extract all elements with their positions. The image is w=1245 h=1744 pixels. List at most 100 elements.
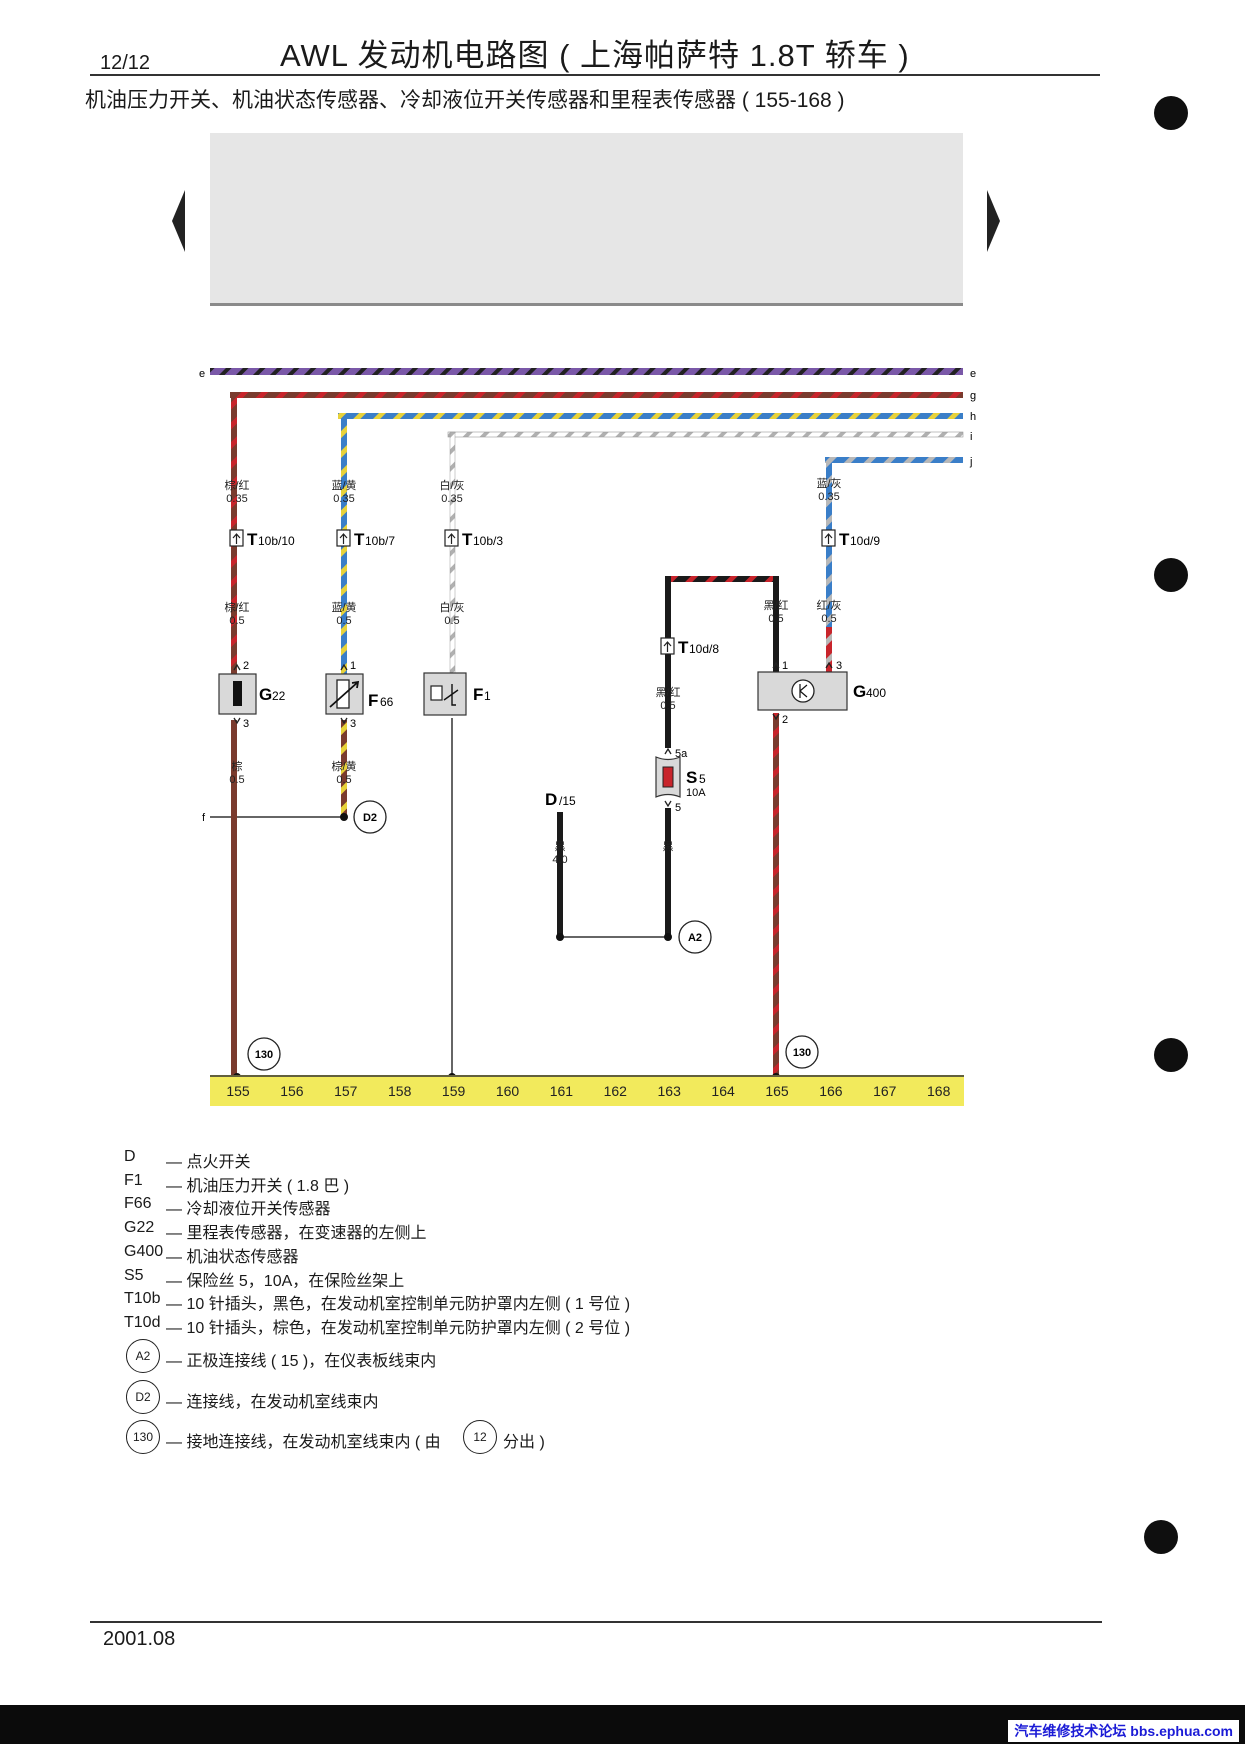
bus-letter: g	[970, 390, 976, 402]
legend-code: T10b	[124, 1290, 161, 1308]
connector-t10b-10: T 10b/10	[229, 529, 295, 549]
pin-label: 1	[782, 660, 788, 672]
component-label: S	[686, 768, 697, 787]
page-title: AWL 发动机电路图 ( 上海帕萨特 1.8T 轿车 )	[280, 38, 910, 73]
legend-circle: 130	[126, 1420, 160, 1454]
wire-163-top	[665, 576, 779, 582]
connector-label: T	[462, 530, 473, 549]
component-f66: F 66 1 3	[325, 660, 394, 730]
component-sub: /15	[559, 794, 576, 808]
bus-line-e	[210, 368, 963, 375]
wire-size-label: 0.5	[336, 774, 351, 786]
component-sub: 1	[484, 689, 491, 703]
track-number: 160	[496, 1083, 520, 1099]
legend-circle: A2	[126, 1339, 160, 1373]
connector-t10b-7: T 10b/7	[336, 529, 395, 549]
junction-dot	[340, 813, 348, 821]
wire-159-upper	[449, 431, 456, 676]
component-label: G	[853, 682, 866, 701]
component-sub: 400	[866, 686, 886, 700]
connector-label: T	[678, 638, 689, 657]
legend-description: — 机油压力开关 ( 1.8 巴 )	[166, 1177, 350, 1195]
legend-description: — 正极连接线 ( 15 )，在仪表板线束内	[166, 1353, 437, 1370]
circle-label: 130	[255, 1049, 273, 1061]
wire-size-label: 0.35	[333, 493, 354, 505]
component-label: F	[368, 691, 378, 710]
wire-color-label: 棕	[232, 759, 243, 773]
track-number: 158	[388, 1083, 412, 1099]
wire-color-label: 蓝/黄	[331, 478, 356, 492]
wire-color-label: 棕/红	[224, 478, 249, 492]
wire-165-upper	[773, 627, 779, 672]
wire-size-label: 0.5	[768, 613, 783, 625]
wire-size-label: 0.5	[336, 615, 351, 627]
component-sub: 5	[699, 772, 706, 786]
pin-label: 5	[675, 802, 681, 814]
circle-label: D2	[363, 812, 377, 824]
bus-letter: i	[970, 431, 972, 443]
watermark: 汽车维修技术论坛 bbs.ephua.com	[1008, 1720, 1239, 1742]
legend-description: — 10 针插头，棕色，在发动机室控制单元防护罩内左侧 ( 2 号位 )	[166, 1319, 631, 1337]
bus-line-g	[230, 392, 963, 398]
legend-description: — 接地连接线，在发动机室线束内 ( 由	[166, 1434, 441, 1451]
component-sub: 66	[380, 695, 394, 709]
legend-code: T10d	[124, 1313, 161, 1331]
next-page-arrow	[987, 190, 1000, 252]
bus-line-j	[825, 457, 963, 463]
circle-130: 130	[247, 1037, 281, 1071]
bus-letter: e	[199, 368, 205, 380]
bus-letter: e	[970, 368, 976, 380]
track-number: 159	[442, 1083, 466, 1099]
component-s5: S 5 10A 5a 5	[655, 748, 706, 814]
track-number: 167	[873, 1083, 897, 1099]
wire-color-label: 红/灰	[816, 598, 841, 612]
component-f1: F 1	[423, 672, 491, 716]
legend-code: S5	[124, 1266, 144, 1284]
track-number: 155	[226, 1083, 250, 1099]
date-label: 2001.08	[103, 1628, 176, 1650]
wire-size-label: 0.5	[229, 615, 244, 627]
wire-color-label: 蓝/黄	[331, 600, 356, 614]
title-rule	[90, 74, 1100, 76]
connector-label: T	[247, 530, 258, 549]
circle-label: 130	[793, 1047, 811, 1059]
pin-label: 3	[243, 718, 249, 730]
punch-hole	[1144, 1520, 1178, 1554]
wire-size-label: 4.0	[552, 854, 567, 866]
legend-description: — 保险丝 5，10A，在保险丝架上	[166, 1272, 405, 1290]
track-number: 162	[604, 1083, 628, 1099]
pin-label: 3	[836, 660, 842, 672]
circle-a2: A2	[678, 920, 712, 954]
wire-165-lower	[773, 713, 779, 1077]
wire-color-label: 棕/黄	[331, 759, 356, 773]
wire-size-label: 0.5	[821, 613, 836, 625]
component-g22: G 22 2 3	[218, 660, 286, 730]
wire-color-label: 白/灰	[439, 478, 464, 492]
connector-sub: 10b/3	[473, 534, 503, 548]
wire-color-label: 白/灰	[439, 600, 464, 614]
legend-description: — 点火开关	[166, 1154, 251, 1171]
legend-description: — 10 针插头，黑色，在发动机室控制单元防护罩内左侧 ( 1 号位 )	[166, 1296, 631, 1314]
legend-code: F1	[124, 1171, 143, 1189]
wire-166-lower	[826, 627, 832, 672]
connector-t10d-8: T 10d/8	[660, 637, 719, 657]
pin-label: 2	[782, 714, 788, 726]
wire-d	[557, 812, 563, 938]
page-number: 12/12	[100, 52, 151, 74]
pin-label: 1	[350, 660, 356, 672]
wire-163-upper	[665, 576, 671, 748]
wire-size-label: 0.35	[226, 493, 247, 505]
wire-157-lower	[341, 720, 347, 817]
connector-sub: 10d/9	[850, 534, 880, 548]
component-g400: G 400 1 3 2	[757, 660, 886, 726]
wire-size-label: 0.35	[818, 491, 839, 503]
track-number: 156	[280, 1083, 304, 1099]
wire-155-lower	[231, 720, 237, 1077]
fuse-rating: 10A	[686, 787, 706, 799]
legend-code: G400	[124, 1242, 164, 1260]
track-number: 157	[334, 1083, 358, 1099]
connector-sub: 10b/10	[258, 534, 295, 548]
wire-size-label: 0.5	[660, 700, 675, 712]
connector-t10b-3: T 10b/3	[444, 529, 503, 549]
